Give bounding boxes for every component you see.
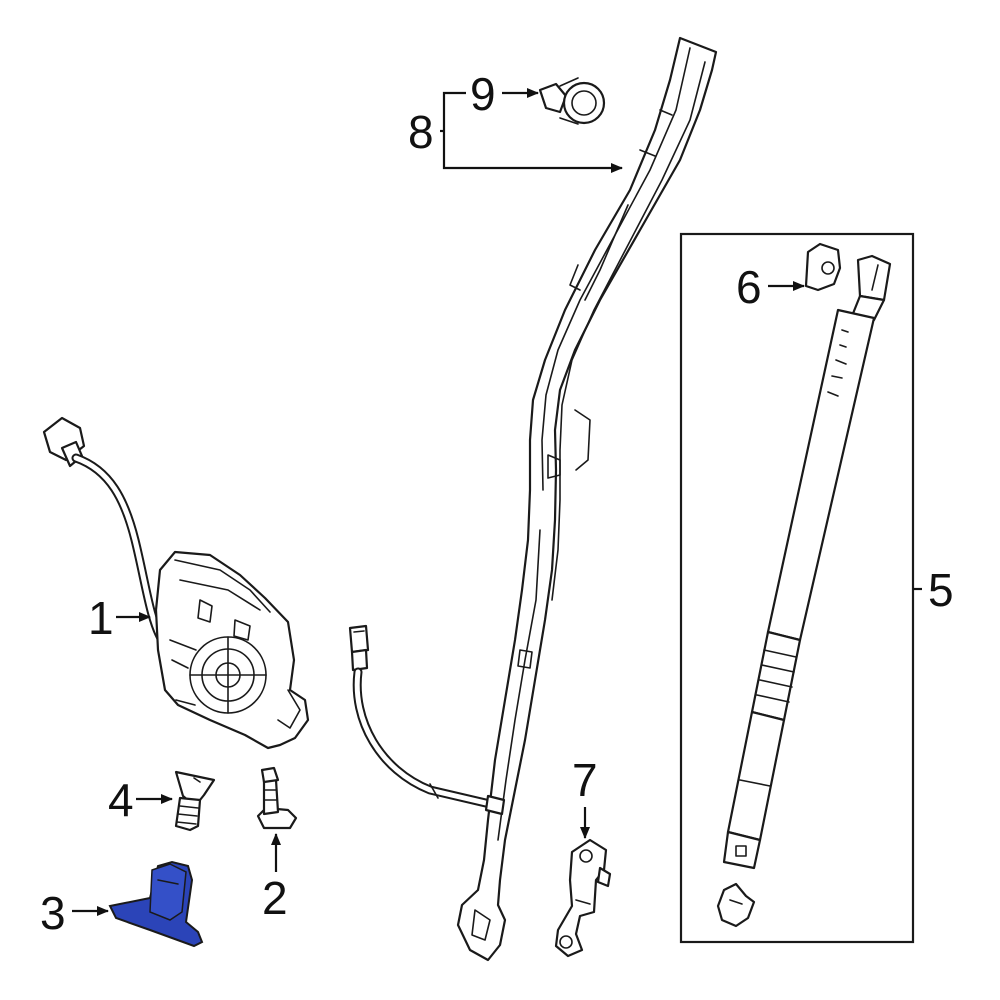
callout-4: 4: [108, 774, 134, 826]
small-bracket-part: [554, 838, 612, 958]
screw-part: [174, 770, 216, 832]
callout-7: 7: [572, 754, 598, 806]
callout-6: 6: [736, 261, 762, 313]
callout-9: 9: [470, 68, 496, 120]
highlighted-bracket-part: [108, 860, 204, 948]
gas-strut-part: [722, 254, 892, 870]
motor-actuator-part: [42, 416, 310, 750]
callout-2: 2: [262, 872, 288, 924]
bolt-part: [256, 766, 298, 830]
lower-clip-part: [716, 882, 756, 928]
callout-labels: 1 2 3 4 5 6 7 8 9: [40, 68, 954, 939]
clip-part: [538, 77, 606, 125]
track-bar-part: [456, 36, 718, 962]
upper-clip-part: [804, 242, 842, 292]
callout-1: 1: [88, 592, 114, 644]
callout-3: 3: [40, 887, 66, 939]
leader-lines: [72, 88, 922, 916]
cable-part: [348, 624, 506, 816]
callout-5: 5: [928, 564, 954, 616]
callout-8: 8: [408, 106, 434, 158]
